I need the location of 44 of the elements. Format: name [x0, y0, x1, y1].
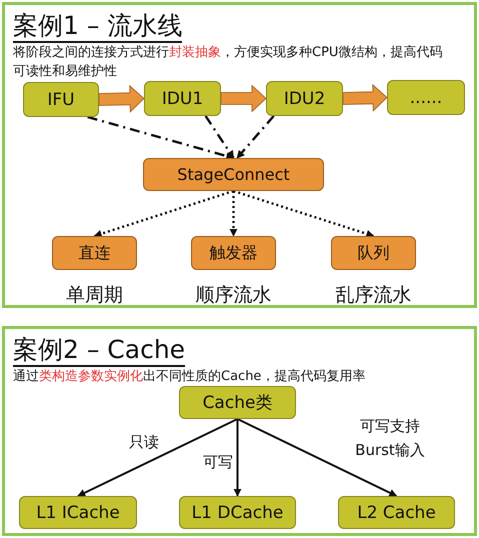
arrow: [234, 419, 242, 497]
box-label: IDU1: [162, 88, 204, 108]
connector-box: [52, 236, 137, 270]
section-title: 案例2 – Cache: [13, 335, 186, 367]
module-box: [19, 496, 137, 529]
module-box: [387, 80, 465, 115]
connector-box: [331, 236, 416, 270]
module-box: [144, 81, 221, 116]
description-text: 将阶段之间的连接方式进行封装抽象，方便实现多种CPU微结构，提高代码可读性和易维护性: [13, 44, 443, 81]
module-box: [179, 496, 296, 529]
connector-box: [191, 236, 276, 270]
arrow: [204, 115, 234, 159]
box-label: L2 Cache: [357, 502, 436, 522]
block-arrow: [220, 84, 267, 112]
box-label: Cache类: [202, 392, 272, 414]
arrow: [236, 115, 275, 159]
arrow: [87, 116, 234, 160]
connector-box: [143, 158, 324, 191]
box-label: ......: [410, 88, 442, 108]
arrow: [94, 190, 234, 238]
module-box: [266, 81, 343, 116]
arrow: [237, 418, 398, 497]
module-box: [338, 496, 455, 529]
block-arrow: [98, 84, 145, 113]
box-label: StageConnect: [177, 165, 290, 184]
box-label: L1 ICache: [36, 502, 120, 522]
caption-text: 顺序流水: [196, 283, 272, 308]
box-label: 直连: [78, 242, 110, 264]
arrow: [233, 190, 374, 238]
caption-text: 单周期: [66, 283, 123, 308]
caption-text: 乱序流水: [336, 283, 412, 308]
box-label: IDU2: [284, 88, 326, 108]
arrow: [77, 418, 238, 497]
section-panel: [2, 2, 477, 308]
box-label: L1 DCache: [192, 502, 284, 522]
box-label: 队列: [358, 242, 390, 264]
description-text: 通过类构造参数实例化出不同性质的Cache，提高代码复用率: [13, 368, 366, 386]
box-label: 触发器: [210, 242, 258, 264]
module-box: [179, 386, 296, 419]
arrow: [230, 191, 238, 237]
module-box: [23, 82, 99, 117]
box-label: IFU: [47, 90, 75, 110]
block-arrow: [342, 84, 388, 112]
section-title: 案例1 – 流水线: [13, 11, 182, 43]
